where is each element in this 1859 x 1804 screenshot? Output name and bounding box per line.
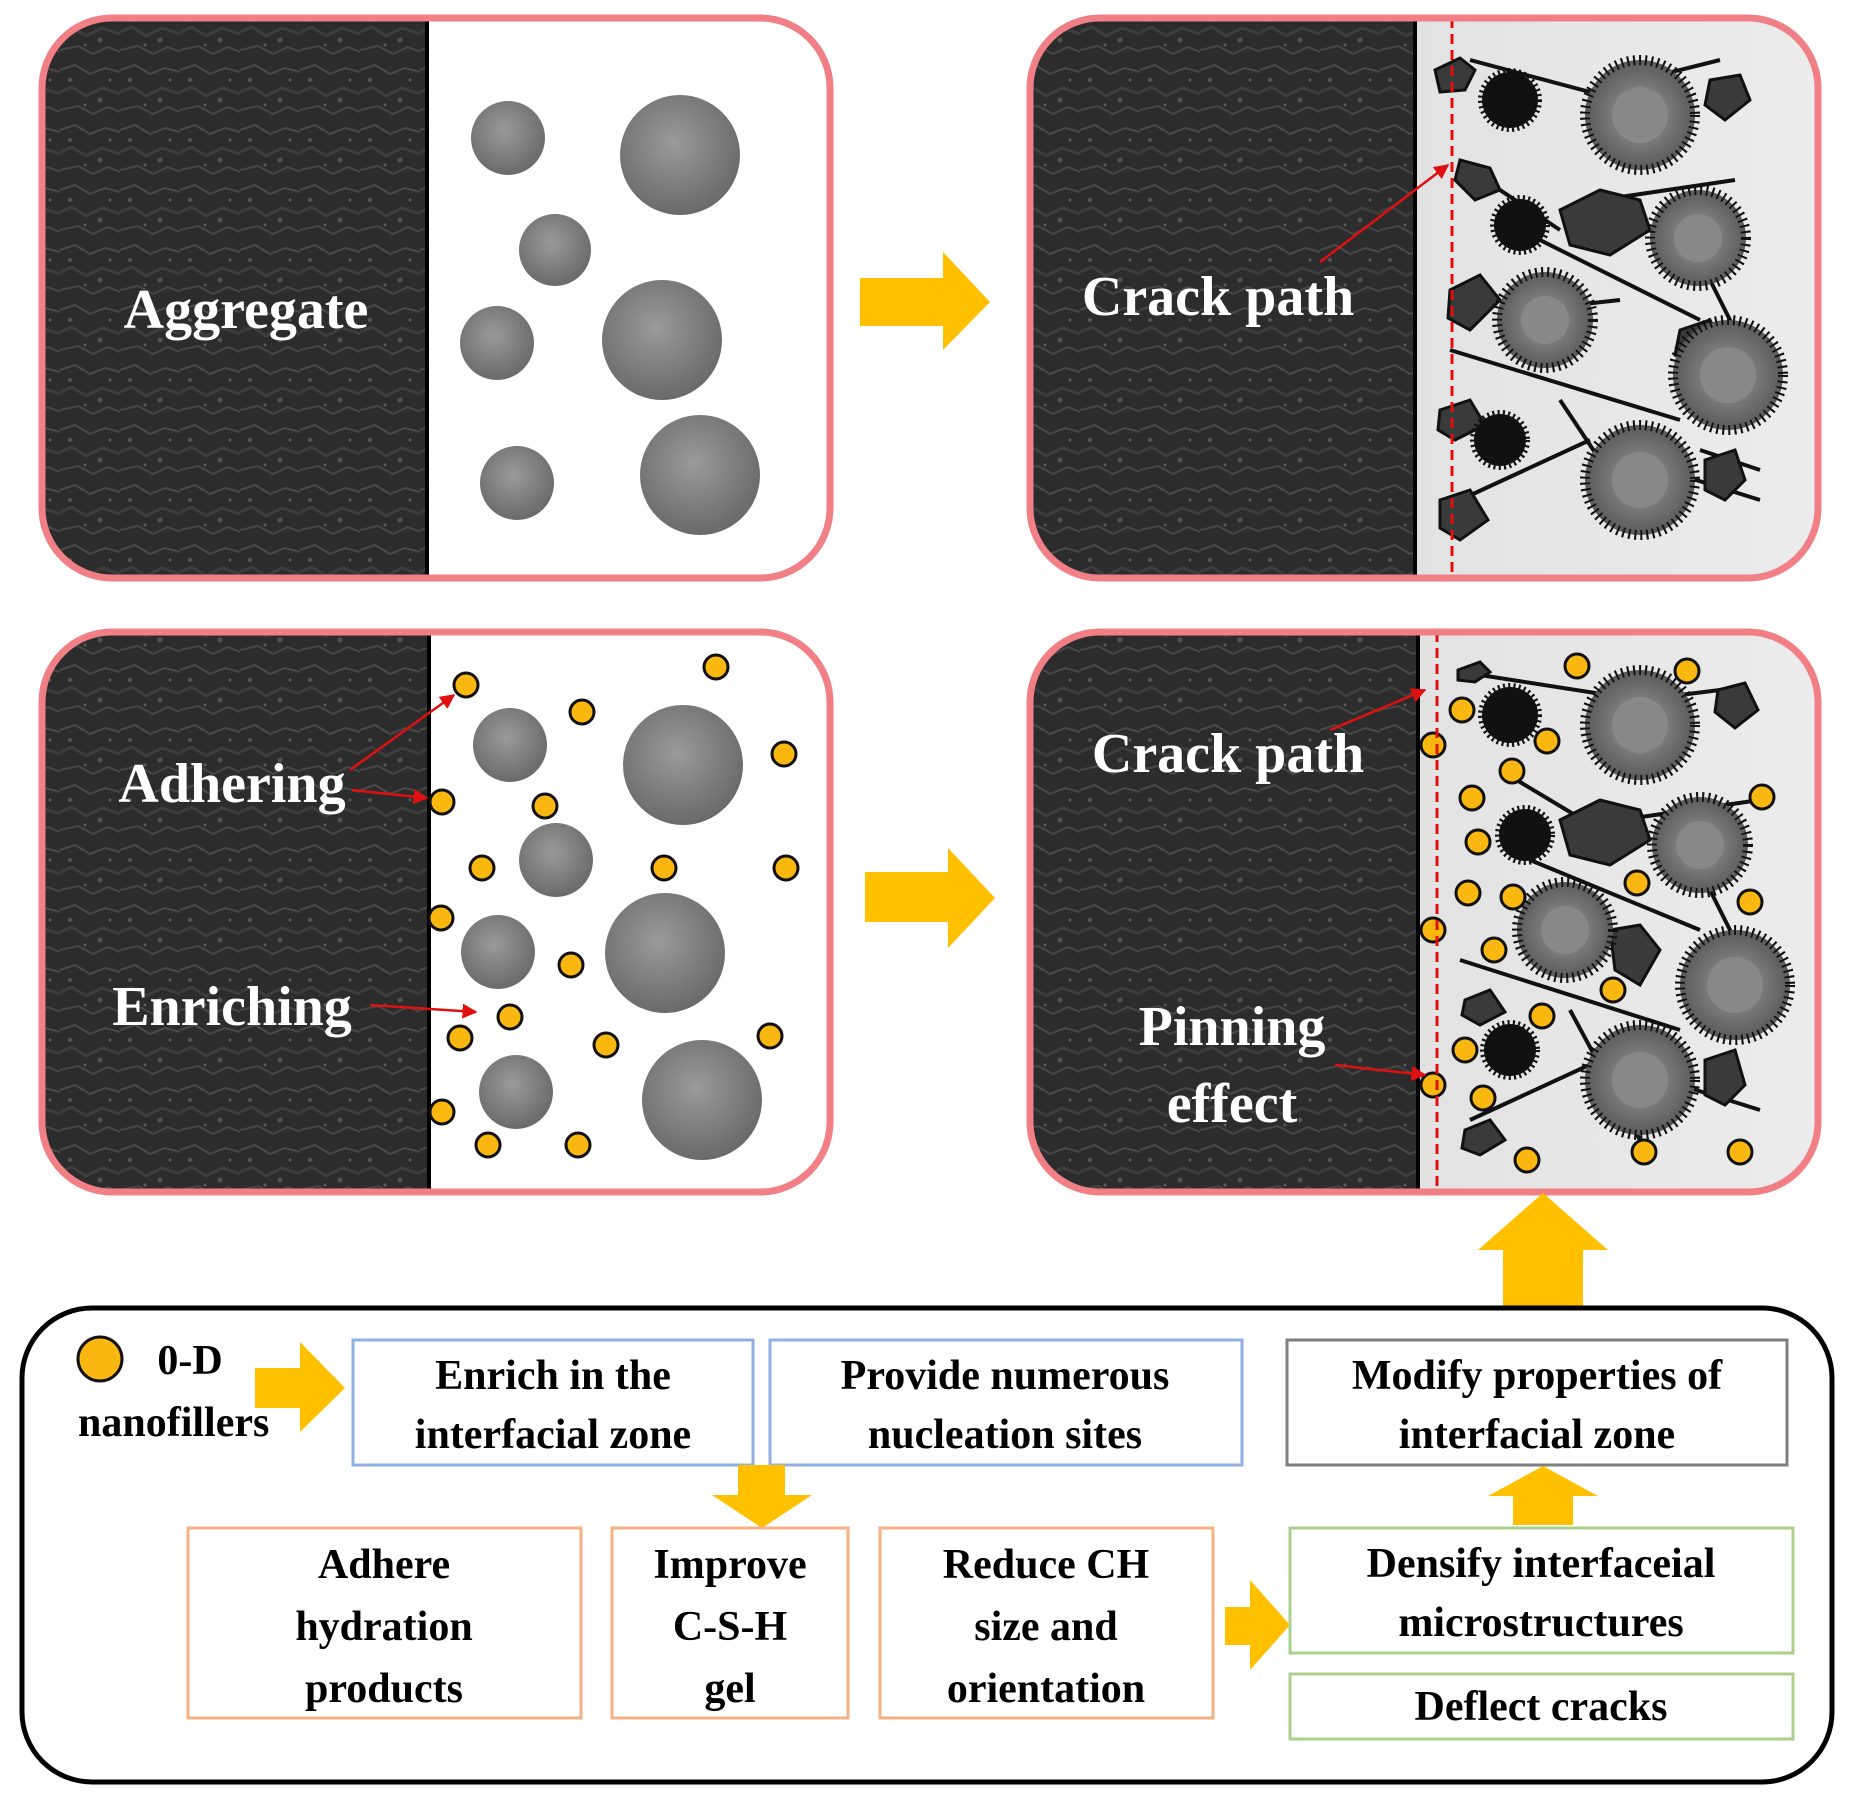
crack-pointer-arrow [1319, 164, 1450, 263]
reduce-box-line3: orientation [947, 1666, 1145, 1712]
arrow-up-to-panel [1478, 1193, 1608, 1320]
densify-box-line1: Densify interfaceial [1367, 1541, 1716, 1587]
reduce-box-line1: Reduce CH [943, 1542, 1149, 1588]
improve-box-line1: Improve [653, 1542, 806, 1588]
aggregate-block [42, 632, 429, 1192]
nucleation-box-line2: nucleation sites [868, 1412, 1142, 1458]
adhering-arrow-lower [351, 788, 429, 805]
pinning-pointer-arrow [1334, 1063, 1427, 1081]
pinning-label: Pinning [1139, 996, 1326, 1058]
improve-box-line2: C-S-H [673, 1604, 787, 1650]
arrow-reduce-to-densify [1225, 1580, 1290, 1670]
ch-urchins [1470, 55, 1788, 540]
crack-pointer-arrow [1329, 688, 1427, 732]
panel-top-right: Crack path [1026, 14, 1822, 582]
nanofiller-particles [1419, 652, 1776, 1174]
cement-particles [460, 95, 760, 535]
nanofiller-legend: 0-D nanofillers [76, 1335, 269, 1446]
panel-bottom-left: Adhering Enriching [38, 628, 834, 1196]
nucleation-box [768, 1338, 1244, 1467]
arrow-enrich-to-improve [712, 1465, 812, 1528]
enrich-box [351, 1338, 755, 1467]
reduce-box [878, 1526, 1215, 1720]
modify-box [1285, 1338, 1789, 1467]
cement-particles [461, 705, 762, 1160]
aggregate-label: Aggregate [124, 279, 369, 341]
crack-path-label: Crack path [1092, 723, 1364, 785]
nanofiller-particles [427, 653, 800, 1159]
enriching-arrow [369, 1003, 478, 1019]
densify-box [1288, 1526, 1795, 1655]
panel-top-left: Aggregate [38, 14, 834, 582]
adhere-box [186, 1526, 583, 1720]
nanofiller-legend-label: 0-D [157, 1338, 222, 1384]
reduce-box-line2: size and [974, 1604, 1118, 1650]
enrich-box-line1: Enrich in the [435, 1353, 671, 1399]
adhering-label: Adhering [118, 753, 345, 815]
arrow-legend-to-enrich [255, 1342, 345, 1432]
hydration-products [1433, 55, 1788, 542]
aggregate-block [42, 18, 427, 578]
enrich-box-line2: interfacial zone [415, 1412, 691, 1458]
hydration-products [1419, 652, 1795, 1174]
deflect-box [1288, 1672, 1795, 1741]
nucleation-box-line1: Provide numerous [841, 1353, 1170, 1399]
ch-urchins [1478, 665, 1795, 1140]
mechanism-summary: 0-D nanofillers Enrich in the interfacia… [19, 1305, 1835, 1785]
modify-box-line2: interfacial zone [1399, 1412, 1675, 1458]
effect-label: effect [1167, 1073, 1298, 1135]
arrow-right-bottom [865, 848, 995, 948]
enriching-label: Enriching [112, 976, 352, 1038]
nanofiller-legend-label-2: nanofillers [78, 1400, 269, 1446]
densify-box-line2: microstructures [1398, 1600, 1683, 1646]
improve-box [610, 1526, 850, 1720]
improve-box-line3: gel [704, 1666, 755, 1712]
adhere-box-line3: products [305, 1666, 463, 1712]
arrow-densify-to-modify [1488, 1466, 1598, 1525]
nanofiller-legend-icon [76, 1335, 124, 1383]
adhering-arrow-upper [349, 693, 456, 772]
adhere-box-line1: Adhere [318, 1542, 450, 1588]
crack-path-label: Crack path [1082, 266, 1354, 328]
deflect-box-label: Deflect cracks [1414, 1684, 1667, 1730]
modify-box-line1: Modify properties of [1352, 1353, 1723, 1399]
arrow-right-top [860, 252, 990, 350]
adhere-box-line2: hydration [295, 1604, 472, 1650]
panel-bottom-right: Crack path Pinning effect [1026, 628, 1822, 1196]
